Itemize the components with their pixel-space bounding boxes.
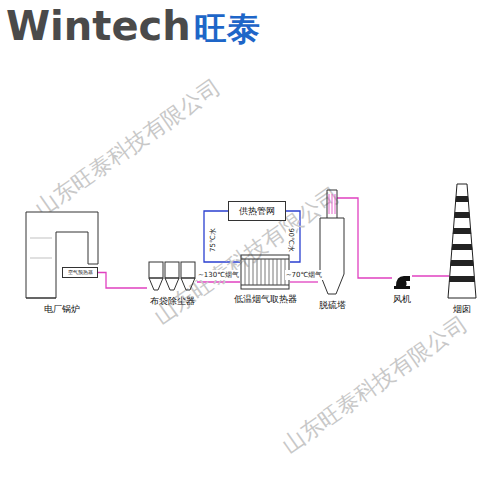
equipment-name: 电厂锅炉 [44, 303, 80, 316]
equipment-name: 低温烟气取热器 [234, 293, 297, 306]
watermark: 山东旺泰科技有限公司 [31, 75, 225, 221]
flow-label: 90℃水 [286, 227, 296, 253]
flow-line [290, 281, 318, 282]
flow-label: ~130℃烟气 [197, 270, 240, 280]
flow-line [197, 281, 240, 282]
logo-cjk: 旺泰 [194, 11, 260, 47]
equipment-name: 布袋除尘器 [150, 295, 195, 308]
box-label: 空气预热器 [68, 270, 93, 275]
equipment-name: 风机 [393, 293, 411, 306]
equipment-name: 脱硫塔 [319, 299, 346, 312]
equipment-figure: 烟囱 [446, 182, 478, 300]
equipment-figure: 电厂锅炉空气预热器 [22, 208, 102, 300]
flow-line [412, 275, 449, 276]
watermark: 山东旺泰科技有限公司 [278, 312, 472, 458]
equipment-name: 烟囱 [453, 303, 471, 316]
logo-word: Wintech [6, 4, 191, 48]
process-box: 空气预热器 [62, 267, 98, 278]
box-label: 供热管网 [239, 205, 275, 218]
equipment-drawing [446, 182, 478, 300]
equipment-drawing [392, 270, 412, 290]
equipment-figure: 布袋除尘器 [147, 260, 197, 292]
equipment-drawing [147, 260, 197, 292]
equipment-figure: 低温烟气取热器 [240, 254, 290, 290]
flow-line [98, 273, 147, 289]
equipment-figure: 风机 [392, 270, 412, 290]
equipment-drawing [240, 254, 290, 290]
flow-line [337, 198, 392, 278]
flow-label: 75℃水 [208, 227, 218, 253]
process-box: 供热管网 [228, 201, 286, 221]
flow-line [286, 211, 300, 262]
flow-label: ~70℃烟气 [285, 270, 324, 280]
equipment-drawing [22, 208, 102, 300]
